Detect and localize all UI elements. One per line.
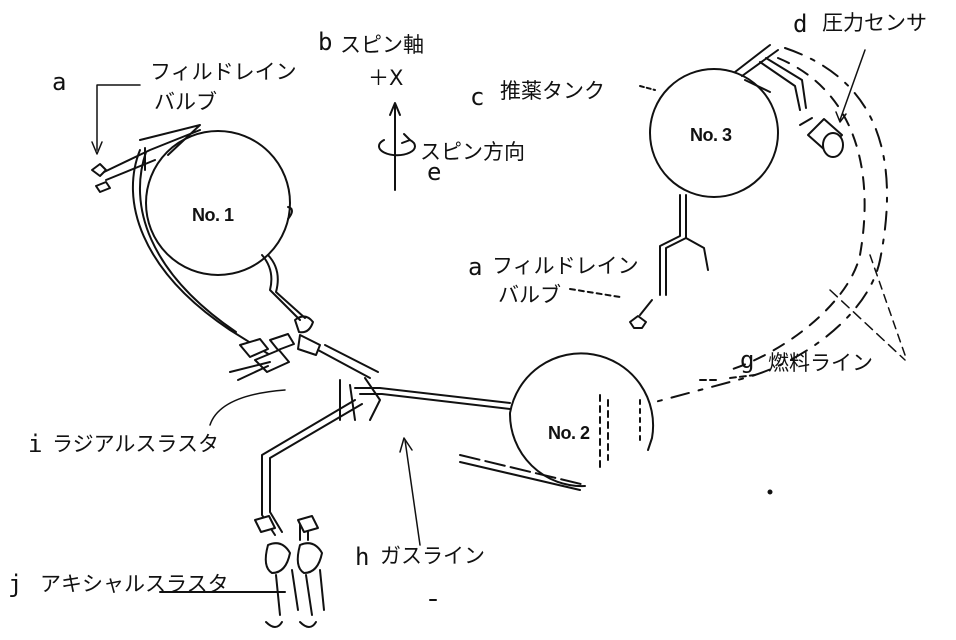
pressure-sensor-letter: d [793, 10, 808, 38]
fuel-line-letter: g [740, 346, 755, 374]
radial-thruster-letter: i [28, 430, 43, 458]
valve-top-letter: a [52, 68, 67, 96]
tank-no1-outline [145, 130, 291, 276]
valve-top-label-line1: フィルドレイン [150, 60, 297, 84]
tank3-drain-line [659, 194, 681, 296]
fuel-line-tank1-bottom [261, 254, 301, 321]
fuel-line-leader-2 [829, 289, 906, 361]
tank-no2-label: No. 2 [548, 423, 590, 443]
spin-axis-x: ＋X [368, 66, 404, 90]
fuel-line-outer-loop [654, 47, 889, 403]
valve-top-left [91, 124, 201, 193]
spin-direction-label: スピン方向 [420, 140, 525, 164]
gas-line-letter: h [355, 543, 370, 571]
valve-center-leader [569, 288, 621, 298]
spin-axis-arrow [378, 102, 416, 191]
radial-leader [209, 389, 286, 426]
axial-thruster-label: アキシャルスラスタ [40, 572, 229, 596]
tank-label: 推薬タンク [500, 79, 605, 103]
radial-thruster-cluster [229, 315, 379, 381]
valve-top-label-line2: バルブ [154, 90, 217, 114]
fuel-line-label: 燃料ライン [768, 351, 873, 375]
spin-axis-label: スピン軸 [340, 33, 424, 57]
tank2-bottom-line [459, 454, 586, 486]
fuel-line-leader-1 [869, 254, 906, 356]
axial-thruster-cluster [254, 515, 325, 628]
tank-letter: c [470, 83, 485, 111]
radial-thruster-label: ラジアルスラスタ [52, 432, 219, 456]
pressure-sensor-body [799, 117, 844, 158]
tank-no1-nub [287, 206, 293, 220]
fuel-line-tank1-left [131, 149, 271, 356]
tank-no3-outline [649, 68, 779, 198]
gas-line-down [261, 399, 356, 536]
gas-line-leader [404, 439, 421, 546]
tank-no3-label: No. 3 [690, 125, 732, 145]
pressure-sensor-leader [839, 49, 866, 121]
valve-center [629, 315, 647, 329]
gas-line-label: ガスライン [380, 544, 485, 568]
tank-no2-outline [508, 352, 655, 488]
valve-top-leader [96, 84, 141, 151]
valve-center-label-line1: フィルドレイン [492, 254, 639, 278]
tank-no1-label: No. 1 [192, 205, 234, 225]
axial-thruster-letter: j [8, 570, 23, 598]
spin-axis-letter: b [318, 28, 333, 56]
pressure-sensor-piping [734, 44, 807, 111]
valve-center-letter: a [468, 253, 483, 281]
pressure-sensor-label: 圧力センサ [822, 11, 927, 35]
fuel-line-inner-loop [729, 57, 866, 371]
tank-leader [639, 85, 656, 91]
gas-line-main [354, 387, 511, 404]
valve-center-label-line2: バルブ [498, 283, 561, 307]
spin-direction-letter: e [427, 158, 442, 186]
